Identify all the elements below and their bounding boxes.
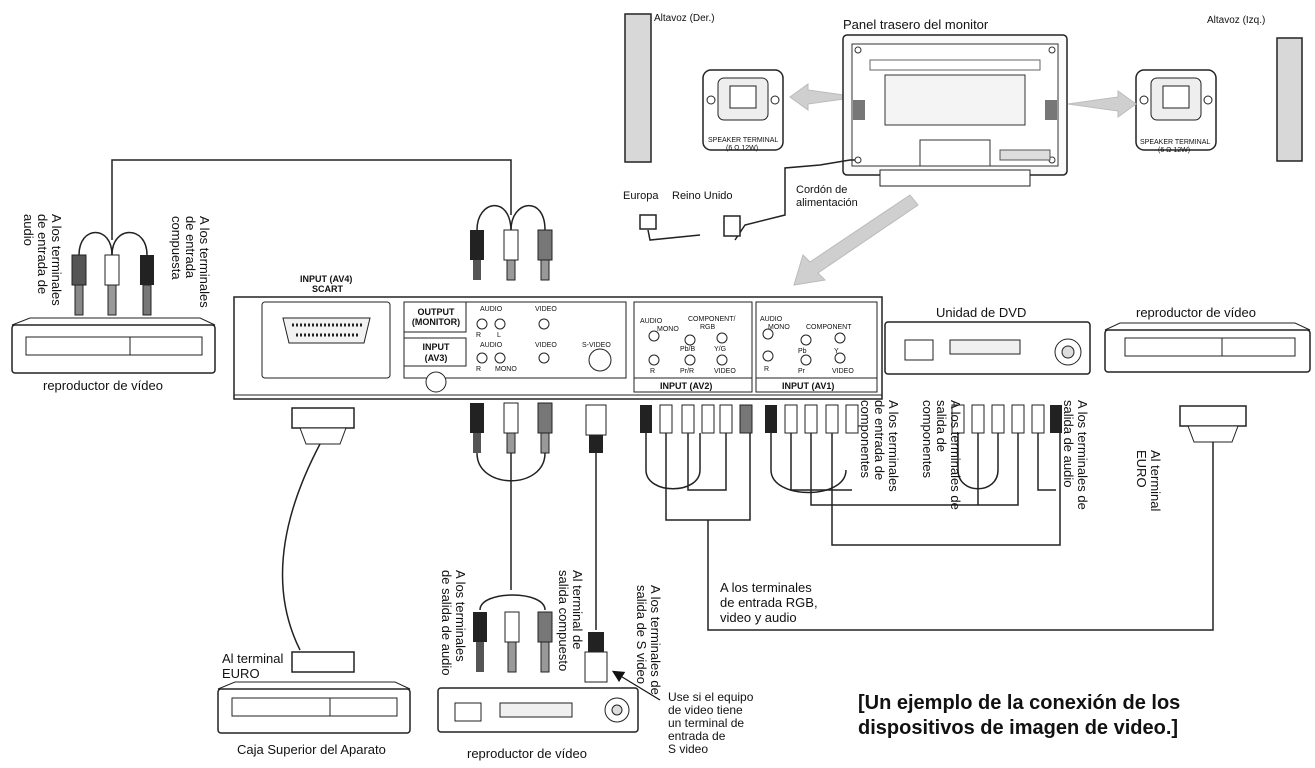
connector-panel: [233, 296, 883, 400]
input-av3-label-1: INPUT: [422, 342, 450, 352]
av1-y-label: Y: [834, 348, 839, 355]
plug-group-left-vcr: [71, 254, 154, 316]
power-cord-label-2: alimentación: [796, 197, 858, 209]
speaker-right-label: Altavoz (Der.): [654, 13, 715, 24]
av1-pb-label: Pb: [798, 348, 807, 355]
input-av3-label-2: (AV3): [424, 353, 448, 363]
plug-group-component: [640, 404, 1062, 434]
output-video-label: VIDEO: [535, 306, 557, 313]
monitor-rear-panel: [842, 34, 1068, 187]
av3-video-label: VIDEO: [535, 342, 557, 349]
dvd-label: Unidad de DVD: [936, 305, 1027, 320]
settop-box: [217, 681, 411, 734]
av1-r-label: R: [764, 366, 770, 373]
av1-component-label: COMPONENT: [806, 324, 852, 331]
speaker-left-unit: [1135, 37, 1303, 162]
vcr-right: [1104, 322, 1311, 373]
plug-group-top: [470, 229, 553, 281]
av1-input-label: INPUT (AV1): [782, 381, 835, 391]
av3-r-label: R: [476, 366, 482, 373]
vcr-left-label: reproductor de vídeo: [43, 378, 163, 393]
settop-label: Caja Superior del Aparato: [237, 742, 386, 757]
speaker-terminal-spec-left: (6 Ω 12W): [1158, 147, 1191, 154]
av2-video-label: VIDEO: [714, 368, 736, 375]
vcr-right-label: reproductor de vídeo: [1136, 305, 1256, 320]
scart-right: [707, 405, 1247, 631]
av2-audio-label: AUDIO: [640, 318, 663, 325]
av2-rgb-label: RGB: [700, 324, 716, 331]
speaker-left-label: Altavoz (Izq.): [1207, 15, 1266, 26]
output-monitor-label-1: OUTPUT: [417, 307, 455, 317]
player-bottom: [437, 687, 639, 733]
speaker-right-unit: [624, 13, 784, 163]
output-r-label: R: [476, 332, 482, 339]
power-europe-label: Europa: [623, 190, 659, 202]
monitor-panel-title: Panel trasero del monitor: [843, 17, 989, 32]
av2-input-label: INPUT (AV2): [660, 381, 713, 391]
power-cord: [639, 159, 855, 241]
vcr-left: [11, 317, 216, 374]
av4-scart-label: SCART: [312, 284, 343, 294]
dvd-unit: [884, 321, 1091, 375]
av2-mono-label: MONO: [657, 326, 679, 333]
speaker-terminal-label-right: SPEAKER TERMINAL: [708, 137, 779, 144]
av2-pr-label: Pr/R: [680, 368, 694, 375]
av1-pr-label: Pr: [798, 368, 805, 375]
av2-r-label: R: [650, 368, 656, 375]
output-monitor-label-2: (MONITOR): [411, 317, 461, 327]
speaker-terminal-spec-right: (6 Ω 12W): [726, 145, 759, 152]
scart-left: [281, 407, 355, 673]
av2-yg-label: Y/G: [714, 346, 727, 353]
output-audio-label: AUDIO: [480, 306, 503, 313]
plug-group-bottom-av3: [470, 402, 607, 454]
av3-audio-label: AUDIO: [480, 342, 503, 349]
av1-audio-label: AUDIO: [760, 316, 783, 323]
av3-mono-label: MONO: [495, 366, 517, 373]
player-bottom-label: reproductor de vídeo: [467, 746, 587, 761]
av2-component-label: COMPONENT/: [688, 316, 736, 323]
power-cord-label-1: Cordón de: [796, 184, 848, 196]
speaker-terminal-label-left: SPEAKER TERMINAL: [1140, 139, 1211, 146]
av4-input-label: INPUT (AV4): [300, 274, 353, 284]
output-l-label: L: [497, 332, 501, 339]
av1-mono-label: MONO: [768, 324, 790, 331]
power-uk-label: Reino Unido: [672, 190, 733, 202]
av1-video-label: VIDEO: [832, 368, 854, 375]
av3-svideo-label: S-VIDEO: [582, 342, 611, 349]
plug-group-bottom-player: [473, 611, 608, 683]
av2-pb-label: Pb/B: [680, 346, 696, 353]
